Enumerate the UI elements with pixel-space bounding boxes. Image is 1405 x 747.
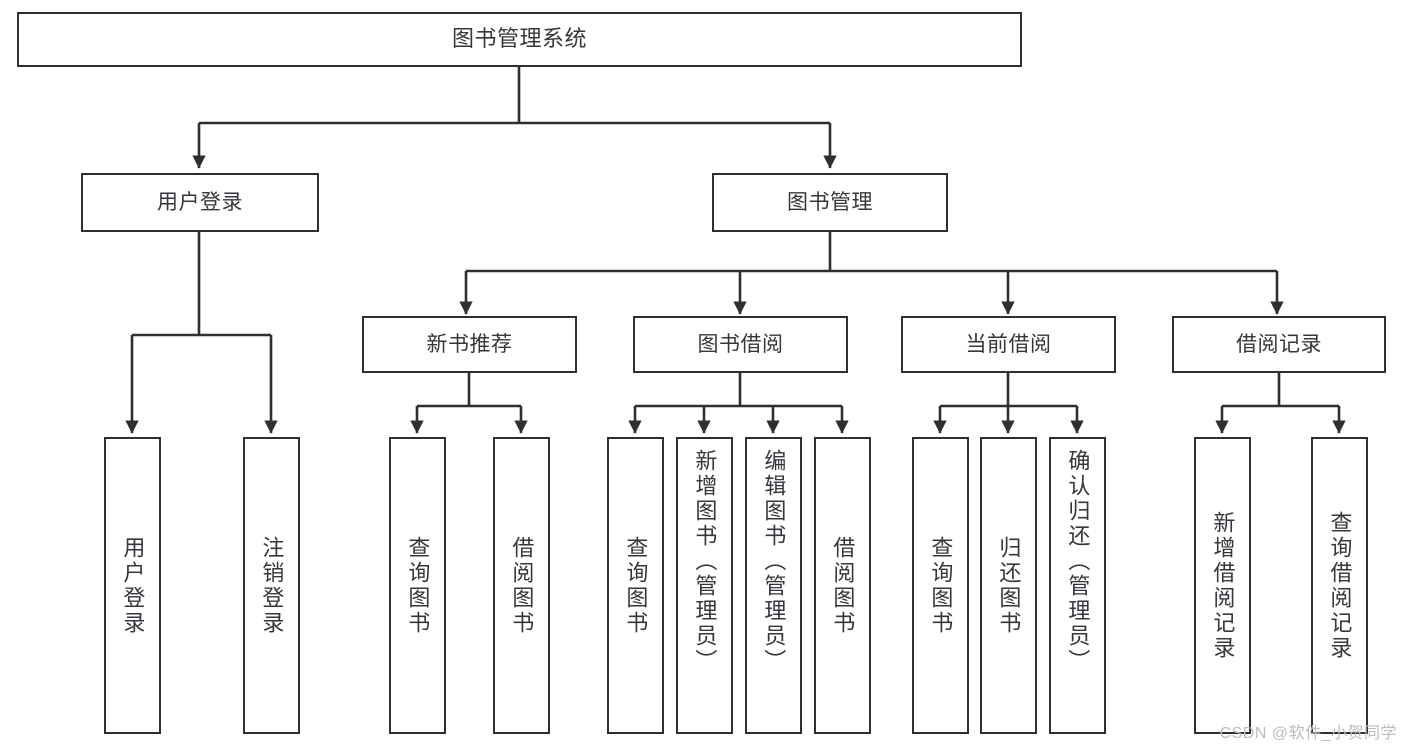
node-leaf-add-record-label: 新增借阅记录 [1210, 510, 1236, 661]
node-root: 图书管理系统 [17, 12, 1022, 67]
node-current-borrow: 当前借阅 [901, 316, 1116, 373]
node-current-borrow-label: 当前借阅 [965, 332, 1052, 356]
node-leaf-edit-book: 编辑图书（管理员） [745, 437, 802, 734]
node-leaf-edit-book-label: 编辑图书（管理员） [761, 449, 787, 674]
node-leaf-user-login: 用户登录 [104, 437, 161, 734]
node-user-login: 用户登录 [81, 173, 319, 232]
node-user-login-label: 用户登录 [157, 190, 243, 214]
node-leaf-confirm-return: 确认归还（管理员） [1049, 437, 1106, 734]
node-book-borrow-label: 图书借阅 [697, 332, 784, 356]
node-book-management: 图书管理 [712, 173, 948, 232]
node-leaf-borrow-book-2-label: 借阅图书 [830, 535, 856, 636]
node-leaf-add-book-label: 新增图书（管理员） [692, 449, 718, 674]
node-leaf-query-record-label: 查询借阅记录 [1327, 510, 1353, 661]
node-leaf-query-book-3-label: 查询图书 [928, 535, 954, 636]
node-leaf-borrow-book-2: 借阅图书 [814, 437, 871, 734]
node-leaf-logout-login-label: 注销登录 [259, 535, 285, 636]
node-root-label: 图书管理系统 [451, 26, 587, 52]
csdn-watermark: CSDN @软件_小贺同学 [1219, 725, 1397, 742]
node-leaf-confirm-return-label: 确认归还（管理员） [1065, 449, 1091, 674]
node-borrow-record: 借阅记录 [1172, 316, 1386, 373]
node-leaf-add-record: 新增借阅记录 [1194, 437, 1251, 734]
node-leaf-add-book: 新增图书（管理员） [676, 437, 733, 734]
node-leaf-user-login-label: 用户登录 [120, 535, 146, 636]
node-borrow-record-label: 借阅记录 [1236, 332, 1322, 356]
node-leaf-return-book-label: 归还图书 [996, 535, 1022, 636]
node-book-management-label: 图书管理 [787, 190, 873, 214]
node-book-borrow: 图书借阅 [633, 316, 848, 373]
node-leaf-query-book-1-label: 查询图书 [405, 535, 431, 636]
node-leaf-query-book-3: 查询图书 [912, 437, 969, 734]
node-leaf-borrow-book-1-label: 借阅图书 [509, 535, 535, 636]
node-leaf-query-book-2-label: 查询图书 [623, 535, 649, 636]
node-leaf-logout-login: 注销登录 [243, 437, 300, 734]
node-leaf-query-book-2: 查询图书 [607, 437, 664, 734]
node-new-book-recommend: 新书推荐 [362, 316, 577, 373]
node-leaf-query-book-1: 查询图书 [389, 437, 446, 734]
node-leaf-borrow-book-1: 借阅图书 [493, 437, 550, 734]
node-leaf-return-book: 归还图书 [980, 437, 1037, 734]
node-leaf-query-record: 查询借阅记录 [1311, 437, 1368, 734]
node-new-book-recommend-label: 新书推荐 [426, 332, 513, 356]
